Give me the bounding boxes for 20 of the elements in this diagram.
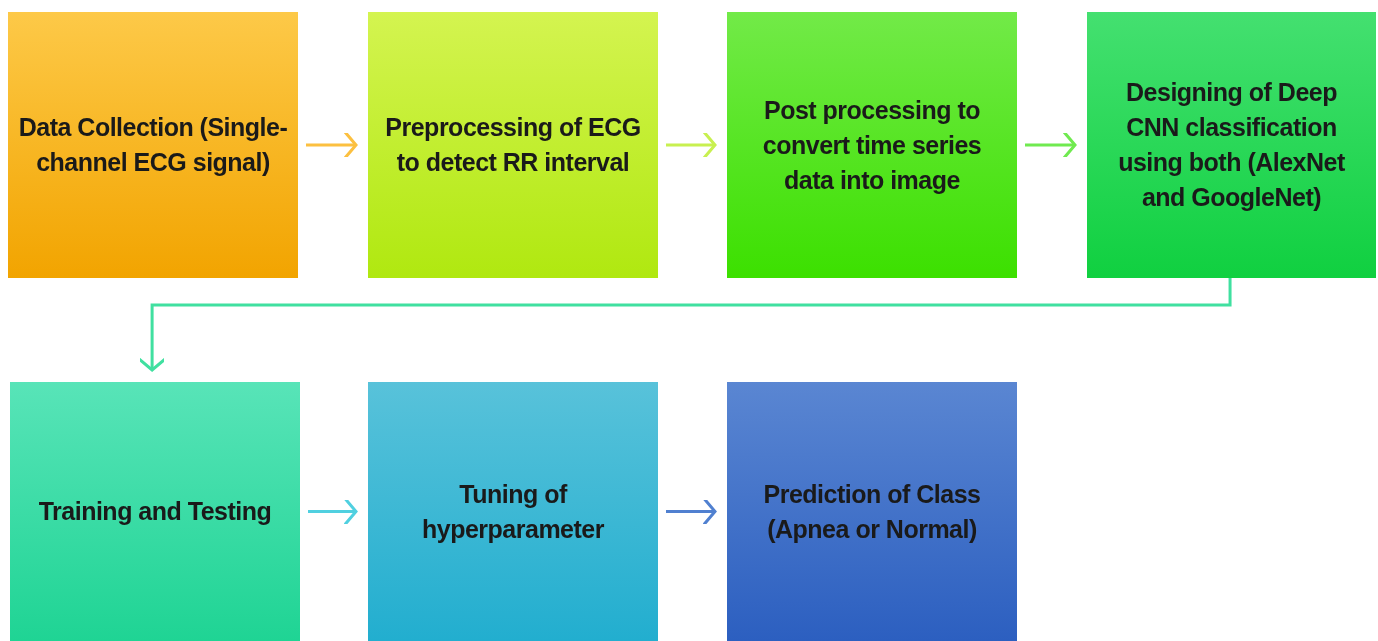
arrow — [666, 497, 717, 526]
step-label: Post processing to convert time series data into image — [761, 94, 983, 196]
arrow — [308, 497, 358, 526]
step-label: Data Collection (Single-channel ECG signal) — [18, 112, 288, 178]
process-box — [727, 12, 1017, 278]
step-label: Prediction of Class (Apnea or Normal) — [762, 478, 982, 545]
arrow — [137, 278, 1232, 372]
step-label: Training and Testing — [38, 496, 272, 527]
process-box — [727, 382, 1017, 641]
arrow — [1025, 130, 1077, 160]
step-label: Preprocessing of ECG to detect RR interval — [384, 112, 642, 178]
process-box — [8, 12, 298, 278]
arrow — [306, 130, 358, 160]
process-box — [368, 382, 658, 641]
arrow — [666, 130, 717, 160]
step-label: Tuning of hyperparameter — [421, 478, 605, 545]
process-box — [1087, 12, 1376, 278]
step-label: Designing of Deep CNN classification using both (AlexNet and GoogleNet) — [1117, 77, 1346, 213]
process-box — [368, 12, 658, 278]
process-box — [10, 382, 300, 641]
